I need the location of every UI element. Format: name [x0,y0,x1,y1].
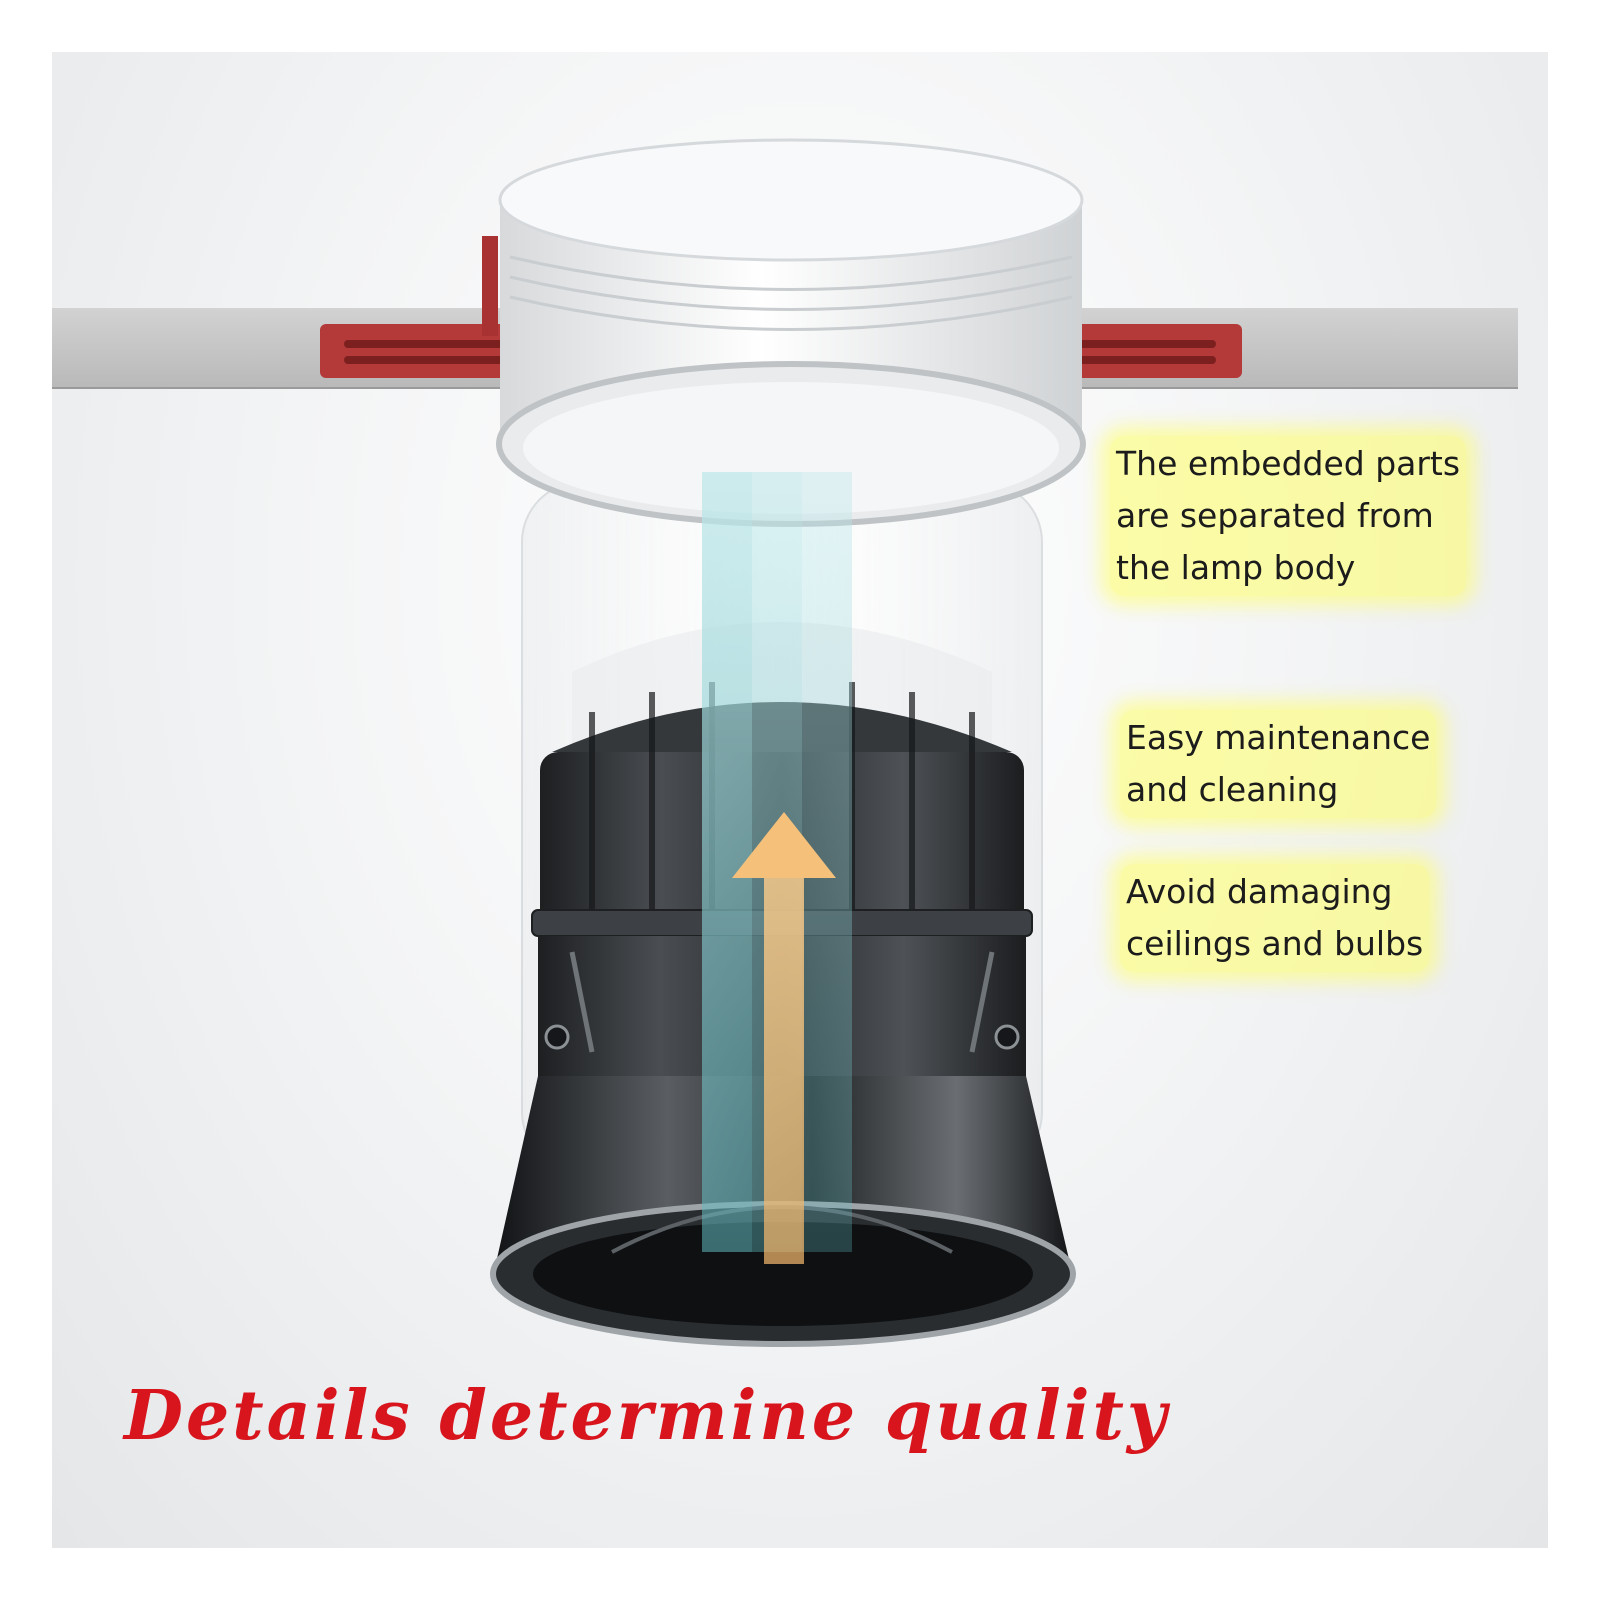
callout-line: Avoid damaging [1126,872,1393,911]
callout-maintenance: Easy maintenance and cleaning [1120,710,1437,818]
callout-line: Easy maintenance [1126,718,1431,757]
downlight-diagram [52,138,1518,1347]
embedded-ring [496,138,1086,527]
callout-line: are separated from [1116,496,1434,535]
up-arrow-icon [732,812,836,1264]
callout-line: The embedded parts [1116,444,1461,483]
callout-separated-parts: The embedded parts are separated from th… [1110,436,1467,596]
headline-text: Details determine quality [124,1376,1170,1456]
callout-line: the lamp body [1116,548,1356,587]
callout-avoid-damage: Avoid damaging ceilings and bulbs [1120,864,1430,972]
callout-line: and cleaning [1126,770,1339,809]
callout-line: ceilings and bulbs [1126,924,1424,963]
product-illustration: The embedded parts are separated from th… [52,52,1548,1548]
